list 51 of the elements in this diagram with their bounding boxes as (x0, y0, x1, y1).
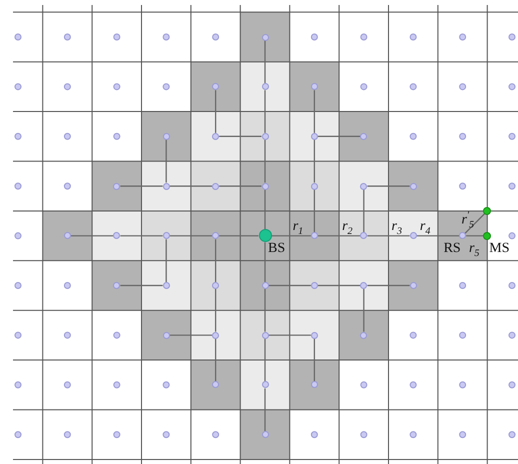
connector-line (264, 242, 266, 282)
connector-line (318, 136, 360, 137)
edge-label: r$_{3}$ (392, 220, 402, 239)
connector-line (215, 90, 216, 133)
connector-line (314, 190, 315, 232)
edge-label: r$_{5}$ (468, 242, 480, 261)
connector-line (268, 284, 311, 286)
connector-line (120, 235, 163, 236)
connector-line (120, 284, 163, 286)
connector-line (314, 140, 315, 183)
connector-line (219, 136, 262, 137)
edge-label: r$_{2}$ (342, 220, 353, 239)
connector-line (264, 289, 266, 332)
connector-line (363, 190, 364, 232)
connector-line (268, 334, 311, 336)
connector-line (264, 90, 266, 133)
connector-line (215, 338, 216, 382)
small-node-dot (483, 206, 492, 215)
connector-line (367, 284, 410, 286)
connector-line (215, 289, 216, 332)
connector-line (170, 235, 212, 236)
connector-line (166, 140, 167, 183)
connector-line (367, 235, 410, 236)
edge-label: r$_{4}$ (420, 220, 430, 239)
connector-line (264, 40, 266, 84)
connector-line (272, 235, 311, 236)
connector-line (166, 239, 167, 282)
connector-line (264, 338, 266, 382)
connector-line (70, 235, 114, 236)
connector-line (416, 235, 460, 236)
connector-line (120, 186, 163, 187)
connector-line (318, 235, 360, 236)
connector-line (264, 190, 266, 230)
station-label: RS (444, 242, 461, 256)
edge-label: r$_{1}$ (292, 220, 304, 239)
connector-line (363, 289, 364, 332)
connector-line (170, 334, 212, 336)
station-label: BS (268, 242, 286, 256)
connector-line (219, 186, 262, 187)
connector-line (466, 235, 484, 236)
connector-line (170, 186, 212, 187)
connector-line (464, 213, 485, 234)
connector-line (264, 140, 266, 183)
connector-line (367, 186, 410, 187)
connector-line (318, 284, 360, 286)
connector-line (215, 239, 216, 282)
connector-line (219, 235, 258, 236)
connector-line (314, 338, 315, 382)
connector-line (314, 90, 315, 133)
connector-line (264, 388, 266, 432)
station-label: MS (489, 242, 510, 256)
